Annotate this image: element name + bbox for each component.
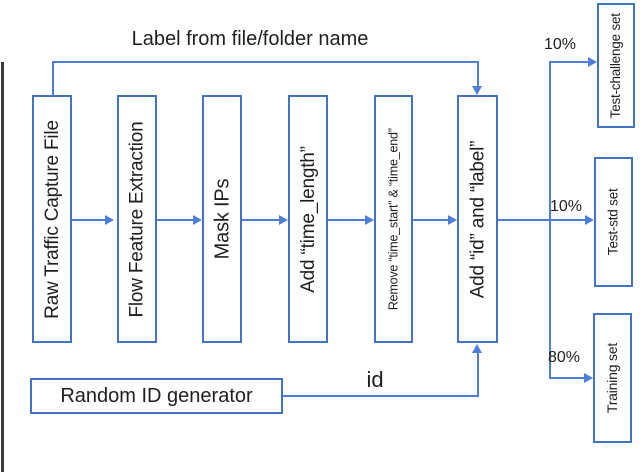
stage-box-add-id-label: Add “id” and “label” xyxy=(457,95,498,343)
arrowhead-right-icon xyxy=(279,215,288,225)
arrowhead-right-icon xyxy=(448,215,457,225)
random-id-generator-box: Random ID generator xyxy=(30,378,283,414)
split-percent: 80% xyxy=(547,349,581,366)
connector-line xyxy=(157,219,193,221)
connector-line xyxy=(328,219,365,221)
arrowhead-right-icon xyxy=(588,57,597,67)
stage-box-add-time-length: Add “time_length” xyxy=(288,95,328,343)
top-flow-line-right xyxy=(477,63,479,87)
arrowhead-right-icon xyxy=(584,373,593,383)
stage-box-remove-time-start-end: Remove “time_start” & “time_end” xyxy=(374,95,413,343)
stage-box-mask-ips: Mask IPs xyxy=(202,95,242,343)
top-flow-label: Label from file/folder name xyxy=(131,28,369,50)
stage-label: Raw Traffic Capture File xyxy=(41,119,63,319)
split-line-top xyxy=(549,61,588,63)
stage-label: Mask IPs xyxy=(211,178,234,260)
generator-label: Random ID generator xyxy=(60,385,253,407)
id-flow-line-vertical xyxy=(477,353,479,396)
stage-label: Flow Feature Extraction xyxy=(126,120,148,318)
connector-line xyxy=(72,219,106,221)
figure-left-border xyxy=(1,62,4,472)
arrowhead-right-icon xyxy=(105,215,114,225)
stage-box-flow-feature-extraction: Flow Feature Extraction xyxy=(117,95,157,343)
stage-label: Add “id” and “label” xyxy=(467,140,488,298)
stage-label: Add “time_length” xyxy=(297,145,319,293)
arrowhead-right-icon xyxy=(193,215,202,225)
stage-label: Remove “time_start” & “time_end” xyxy=(386,128,401,310)
split-line-vertical xyxy=(549,61,551,379)
arrowhead-up-icon xyxy=(472,344,482,353)
id-flow-label: id xyxy=(366,367,384,392)
connector-line xyxy=(413,219,448,221)
id-flow-line xyxy=(283,395,479,397)
output-label: Training set xyxy=(604,342,621,414)
output-box-test-challenge-set: Test-challenge set xyxy=(597,3,635,128)
output-label: Test-std set xyxy=(605,188,621,256)
arrowhead-right-icon xyxy=(585,215,594,225)
top-flow-line xyxy=(52,61,479,63)
connector-line xyxy=(498,219,585,221)
top-flow-line-left xyxy=(52,61,54,95)
connector-line xyxy=(242,219,279,221)
split-line-bottom xyxy=(549,377,584,379)
stage-box-raw-traffic-capture: Raw Traffic Capture File xyxy=(32,95,72,343)
split-percent: 10% xyxy=(543,36,577,53)
arrowhead-right-icon xyxy=(365,215,374,225)
output-box-training-set: Training set xyxy=(593,313,632,443)
split-percent: 10% xyxy=(549,198,583,215)
arrowhead-down-icon xyxy=(472,86,482,95)
output-label: Test-challenge set xyxy=(608,12,624,119)
output-box-test-std-set: Test-std set xyxy=(594,157,633,287)
